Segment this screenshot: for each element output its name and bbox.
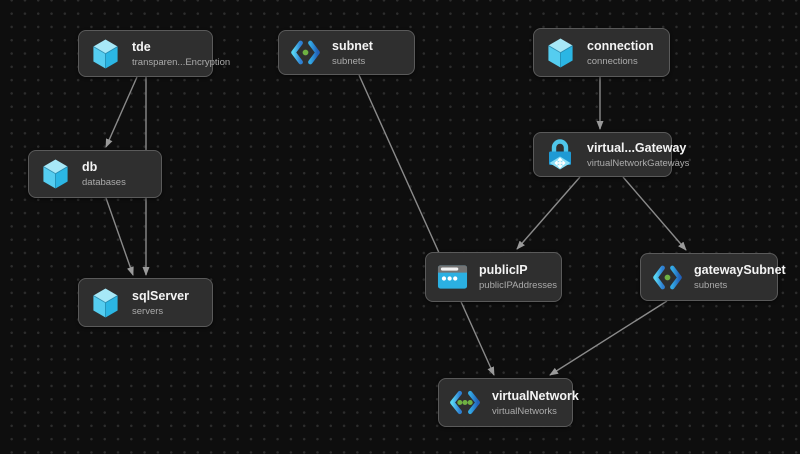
node-title: gatewaySubnet xyxy=(694,263,786,277)
node-text: gatewaySubnet subnets xyxy=(694,263,786,291)
gateway-icon xyxy=(544,138,576,172)
node-subtitle: subnets xyxy=(332,55,366,67)
node-title: db xyxy=(82,160,98,174)
publicip-icon xyxy=(436,260,468,294)
edge-virtualNetworkGateway-to-publicIP xyxy=(516,176,581,250)
node-subtitle: subnets xyxy=(694,280,728,291)
node-subtitle: servers xyxy=(132,305,164,317)
edge-gatewaySubnet-to-virtualNetwork xyxy=(549,300,668,376)
node-connection[interactable]: connection connections xyxy=(533,28,670,77)
node-title: publicIP xyxy=(479,263,528,277)
node-text: sqlServer servers xyxy=(132,289,189,317)
node-gatewaySubnet[interactable]: gatewaySubnet subnets xyxy=(640,253,786,301)
node-text: db databases xyxy=(82,160,126,188)
node-virtualNetwork[interactable]: virtualNetwork virtualNetworks xyxy=(438,378,579,427)
node-tde[interactable]: tde transparen...Encryption xyxy=(78,30,231,77)
cube-icon xyxy=(39,157,71,191)
subnet-icon xyxy=(289,36,321,70)
node-title: sqlServer xyxy=(132,288,189,303)
node-text: virtualNetwork virtualNetworks xyxy=(492,388,579,417)
node-subtitle: virtualNetworks xyxy=(492,405,557,417)
node-subtitle: connections xyxy=(587,55,638,67)
cube-icon xyxy=(89,37,121,71)
node-title: connection xyxy=(587,38,654,53)
cube-icon xyxy=(89,286,121,320)
subnet-icon xyxy=(651,260,683,294)
node-db[interactable]: db databases xyxy=(28,150,162,198)
node-subnet[interactable]: subnet subnets xyxy=(278,30,415,75)
cube-icon xyxy=(544,36,576,70)
node-virtualNetworkGateway[interactable]: virtual...Gateway virtualNetworkGateways xyxy=(533,132,690,177)
node-title: subnet xyxy=(332,38,373,53)
node-title: virtualNetwork xyxy=(492,388,579,403)
vnet-icon xyxy=(449,386,481,420)
node-text: tde transparen...Encryption xyxy=(132,39,231,68)
node-text: connection connections xyxy=(587,39,654,67)
node-subtitle: virtualNetworkGateways xyxy=(587,157,690,169)
node-text: virtual...Gateway virtualNetworkGateways xyxy=(587,140,690,169)
edge-db-to-sqlServer xyxy=(105,197,134,276)
node-title: tde xyxy=(132,39,151,54)
edge-tde-to-db xyxy=(105,76,138,148)
node-sqlServer[interactable]: sqlServer servers xyxy=(78,278,213,327)
node-title: virtual...Gateway xyxy=(587,140,687,155)
edge-subnet-to-virtualNetwork xyxy=(358,74,495,376)
node-subtitle: databases xyxy=(82,177,126,188)
node-text: subnet subnets xyxy=(332,39,373,67)
node-publicIP[interactable]: publicIP publicIPAddresses xyxy=(425,252,562,302)
node-text: publicIP publicIPAddresses xyxy=(479,263,557,291)
node-subtitle: publicIPAddresses xyxy=(479,280,557,291)
node-subtitle: transparen...Encryption xyxy=(132,56,231,68)
edge-virtualNetworkGateway-to-gatewaySubnet xyxy=(622,176,687,251)
